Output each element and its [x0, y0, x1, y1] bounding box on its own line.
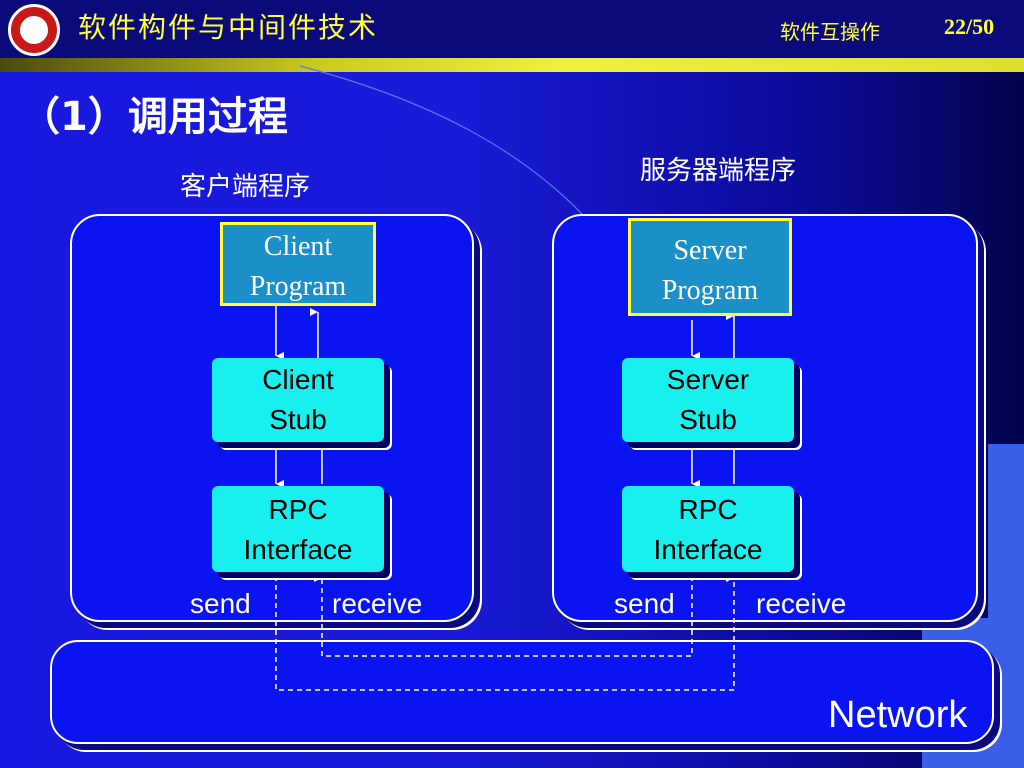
client-program-label-line1: Client [263, 231, 333, 262]
slide-title: （1）调用过程 [20, 94, 288, 140]
server-program-box: Server Program [628, 218, 792, 316]
section-title: 软件互操作 [780, 20, 880, 44]
server-stub-label-line1: Server [666, 364, 750, 395]
server-send-label: send [614, 588, 675, 619]
client-program-box: Client Program [220, 222, 376, 306]
header-bar [0, 0, 1024, 58]
server-receive-label: receive [756, 588, 847, 619]
server-stub-label-line2: Stub [679, 404, 737, 435]
client-rpc-box: RPC Interface [212, 486, 384, 572]
server-stub-box: Server Stub [622, 358, 794, 442]
server-rpc-box: RPC Interface [622, 486, 794, 572]
client-stub-label-line2: Stub [269, 404, 327, 435]
server-program-label-line2: Program [661, 275, 759, 306]
server-group-label: 服务器端程序 [640, 156, 797, 186]
client-rpc-label-line1: RPC [268, 494, 328, 525]
client-send-label: send [190, 588, 251, 619]
client-stub-label-line1: Client [262, 364, 334, 395]
client-stub-box: Client Stub [212, 358, 384, 442]
page-number: 22/50 [944, 14, 995, 39]
header-divider [0, 58, 1024, 72]
university-logo [8, 4, 60, 56]
client-program-label-line2: Program [249, 271, 347, 302]
server-rpc-label-line2: Interface [653, 534, 763, 565]
network-label: Network [828, 694, 968, 736]
course-title: 软件构件与中间件技术 [78, 11, 379, 44]
server-program-label-line1: Server [673, 235, 747, 266]
client-rpc-label-line2: Interface [243, 534, 353, 565]
client-group-label: 客户端程序 [180, 172, 311, 202]
client-receive-label: receive [332, 588, 423, 619]
server-rpc-label-line1: RPC [678, 494, 738, 525]
